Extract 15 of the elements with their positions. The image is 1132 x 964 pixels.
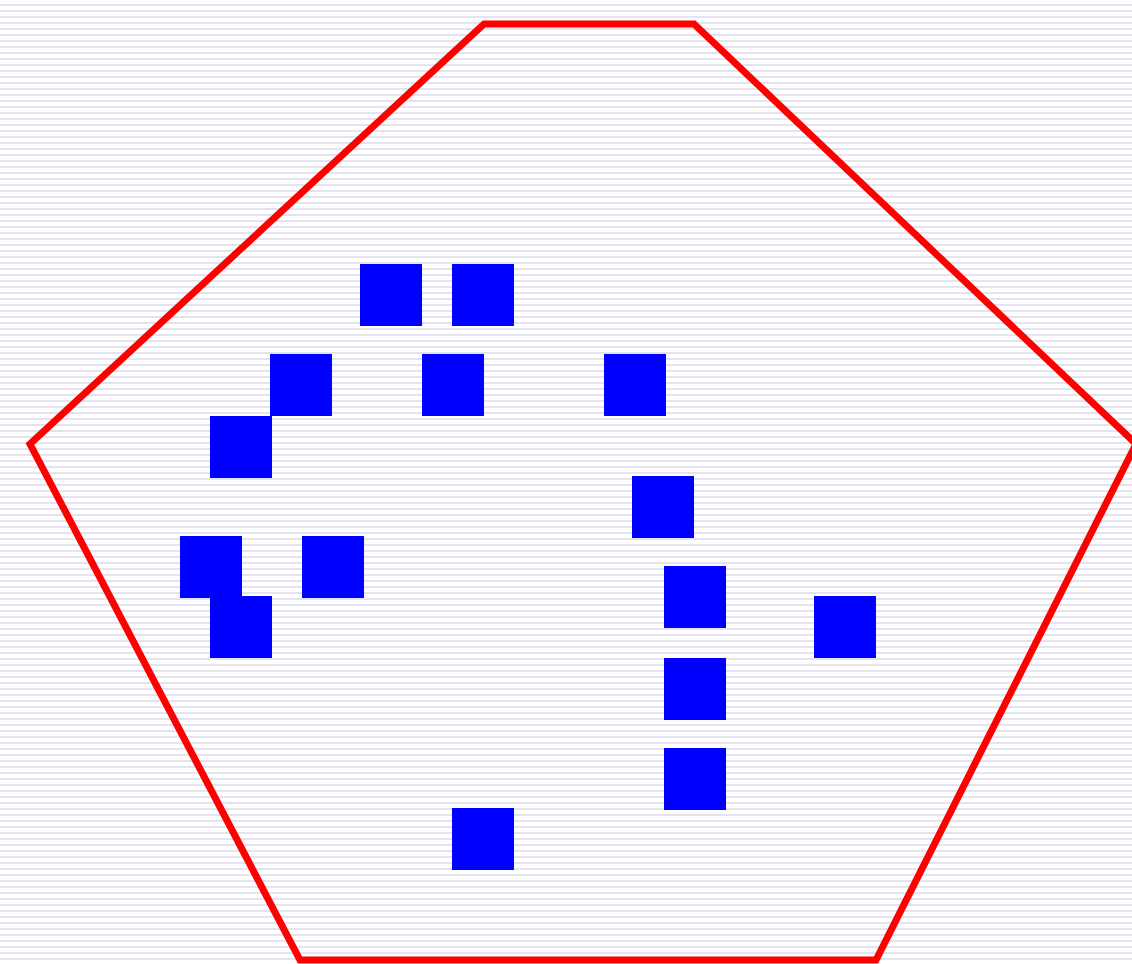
square — [302, 536, 364, 598]
square — [452, 808, 514, 870]
square — [180, 536, 242, 598]
square — [664, 658, 726, 720]
square — [814, 596, 876, 658]
square — [632, 476, 694, 538]
square — [452, 264, 514, 326]
square — [422, 354, 484, 416]
square — [210, 596, 272, 658]
square — [360, 264, 422, 326]
square — [604, 354, 666, 416]
square — [664, 748, 726, 810]
square — [210, 416, 272, 478]
square — [270, 354, 332, 416]
square — [664, 566, 726, 628]
